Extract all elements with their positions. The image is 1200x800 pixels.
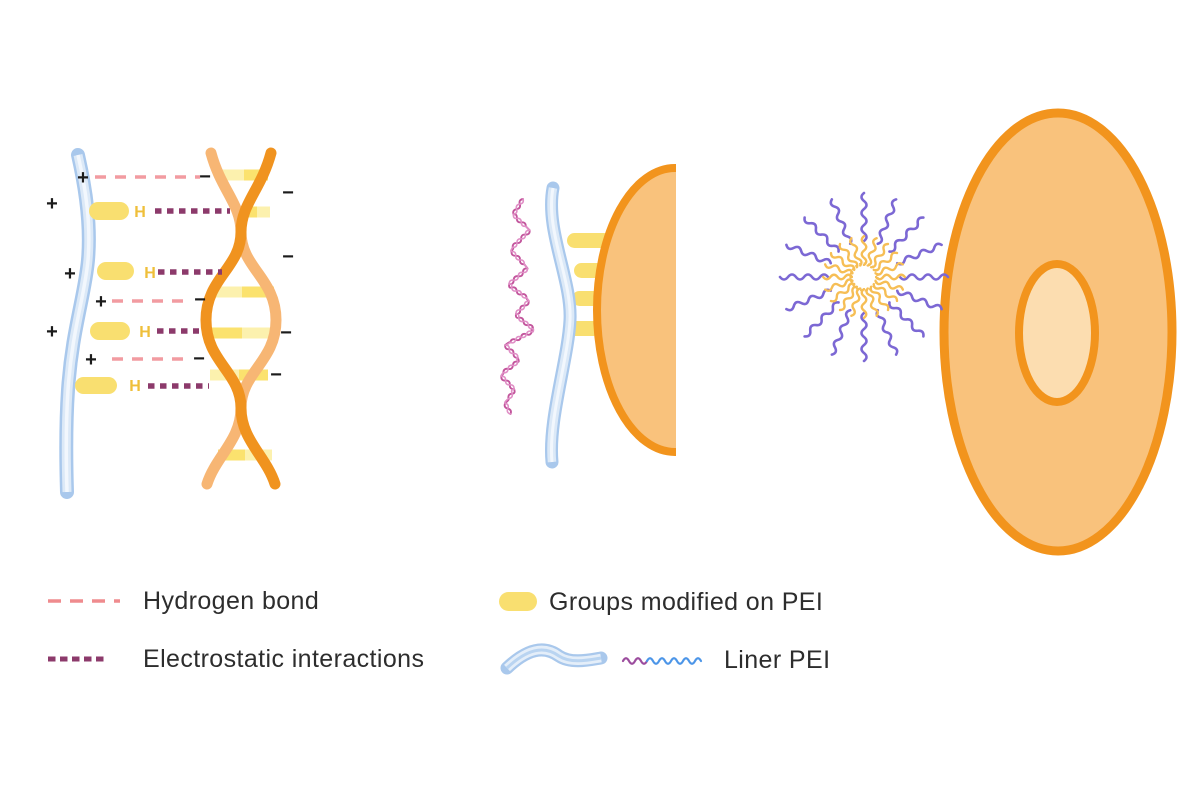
- minus-sign: −: [270, 364, 282, 386]
- plus-sign: +: [46, 321, 58, 343]
- micelle-panel: [778, 191, 950, 363]
- micelle-core-ring: [849, 262, 879, 292]
- minus-sign: −: [282, 246, 294, 268]
- cell-nucleus: [1015, 260, 1099, 406]
- membrane-binding-panel: [500, 164, 676, 469]
- minus-sign: −: [280, 322, 292, 344]
- hydrogen-bond-dashes: [95, 175, 200, 361]
- liner-pei-squiggle-swatch: [621, 657, 703, 665]
- plus-sign: +: [95, 291, 107, 313]
- plus-charges: + + + + + +: [46, 167, 107, 371]
- hydrogen-labels: H H H H: [129, 204, 156, 395]
- legend-label-liner-pei: Liner PEI: [724, 646, 831, 674]
- pei-polymer-line: [544, 181, 577, 469]
- modified-groups: [75, 202, 134, 394]
- plus-sign: +: [46, 193, 58, 215]
- h-label: H: [144, 265, 156, 282]
- pei-dna-binding-panel: H H H H + + + + + + − − − − − − −: [46, 147, 294, 499]
- dna-strand-dark: [200, 147, 281, 490]
- minus-charges: − − − − − − −: [193, 166, 294, 386]
- target-cell-panel: [939, 108, 1177, 556]
- pei-polymer-line: [59, 148, 96, 499]
- h-label: H: [134, 204, 146, 221]
- plus-sign: +: [85, 349, 97, 371]
- hydrogen-bond-swatch: [48, 599, 120, 603]
- minus-sign: −: [194, 289, 206, 311]
- plus-sign: +: [64, 263, 76, 285]
- dna-strand-light: [201, 147, 282, 490]
- legend-label-electrostatic: Electrostatic interactions: [143, 645, 425, 673]
- plus-sign: +: [77, 167, 89, 189]
- minus-sign: −: [199, 166, 211, 188]
- legend-label-hydrogen-bond: Hydrogen bond: [143, 587, 320, 615]
- micelle-core: [853, 266, 875, 288]
- electrostatic-swatch: [48, 656, 108, 662]
- h-label: H: [139, 324, 151, 341]
- cell-membrane-half: [593, 164, 676, 456]
- minus-sign: −: [193, 348, 205, 370]
- minus-sign: −: [282, 182, 294, 204]
- h-label: H: [129, 378, 141, 395]
- modified-group-swatch: [499, 592, 537, 611]
- electrostatic-dashes: [148, 208, 230, 389]
- pei-line-swatch: [500, 643, 608, 675]
- condensed-dna-chain: [500, 198, 535, 415]
- legend-label-groups-modified: Groups modified on PEI: [549, 588, 824, 616]
